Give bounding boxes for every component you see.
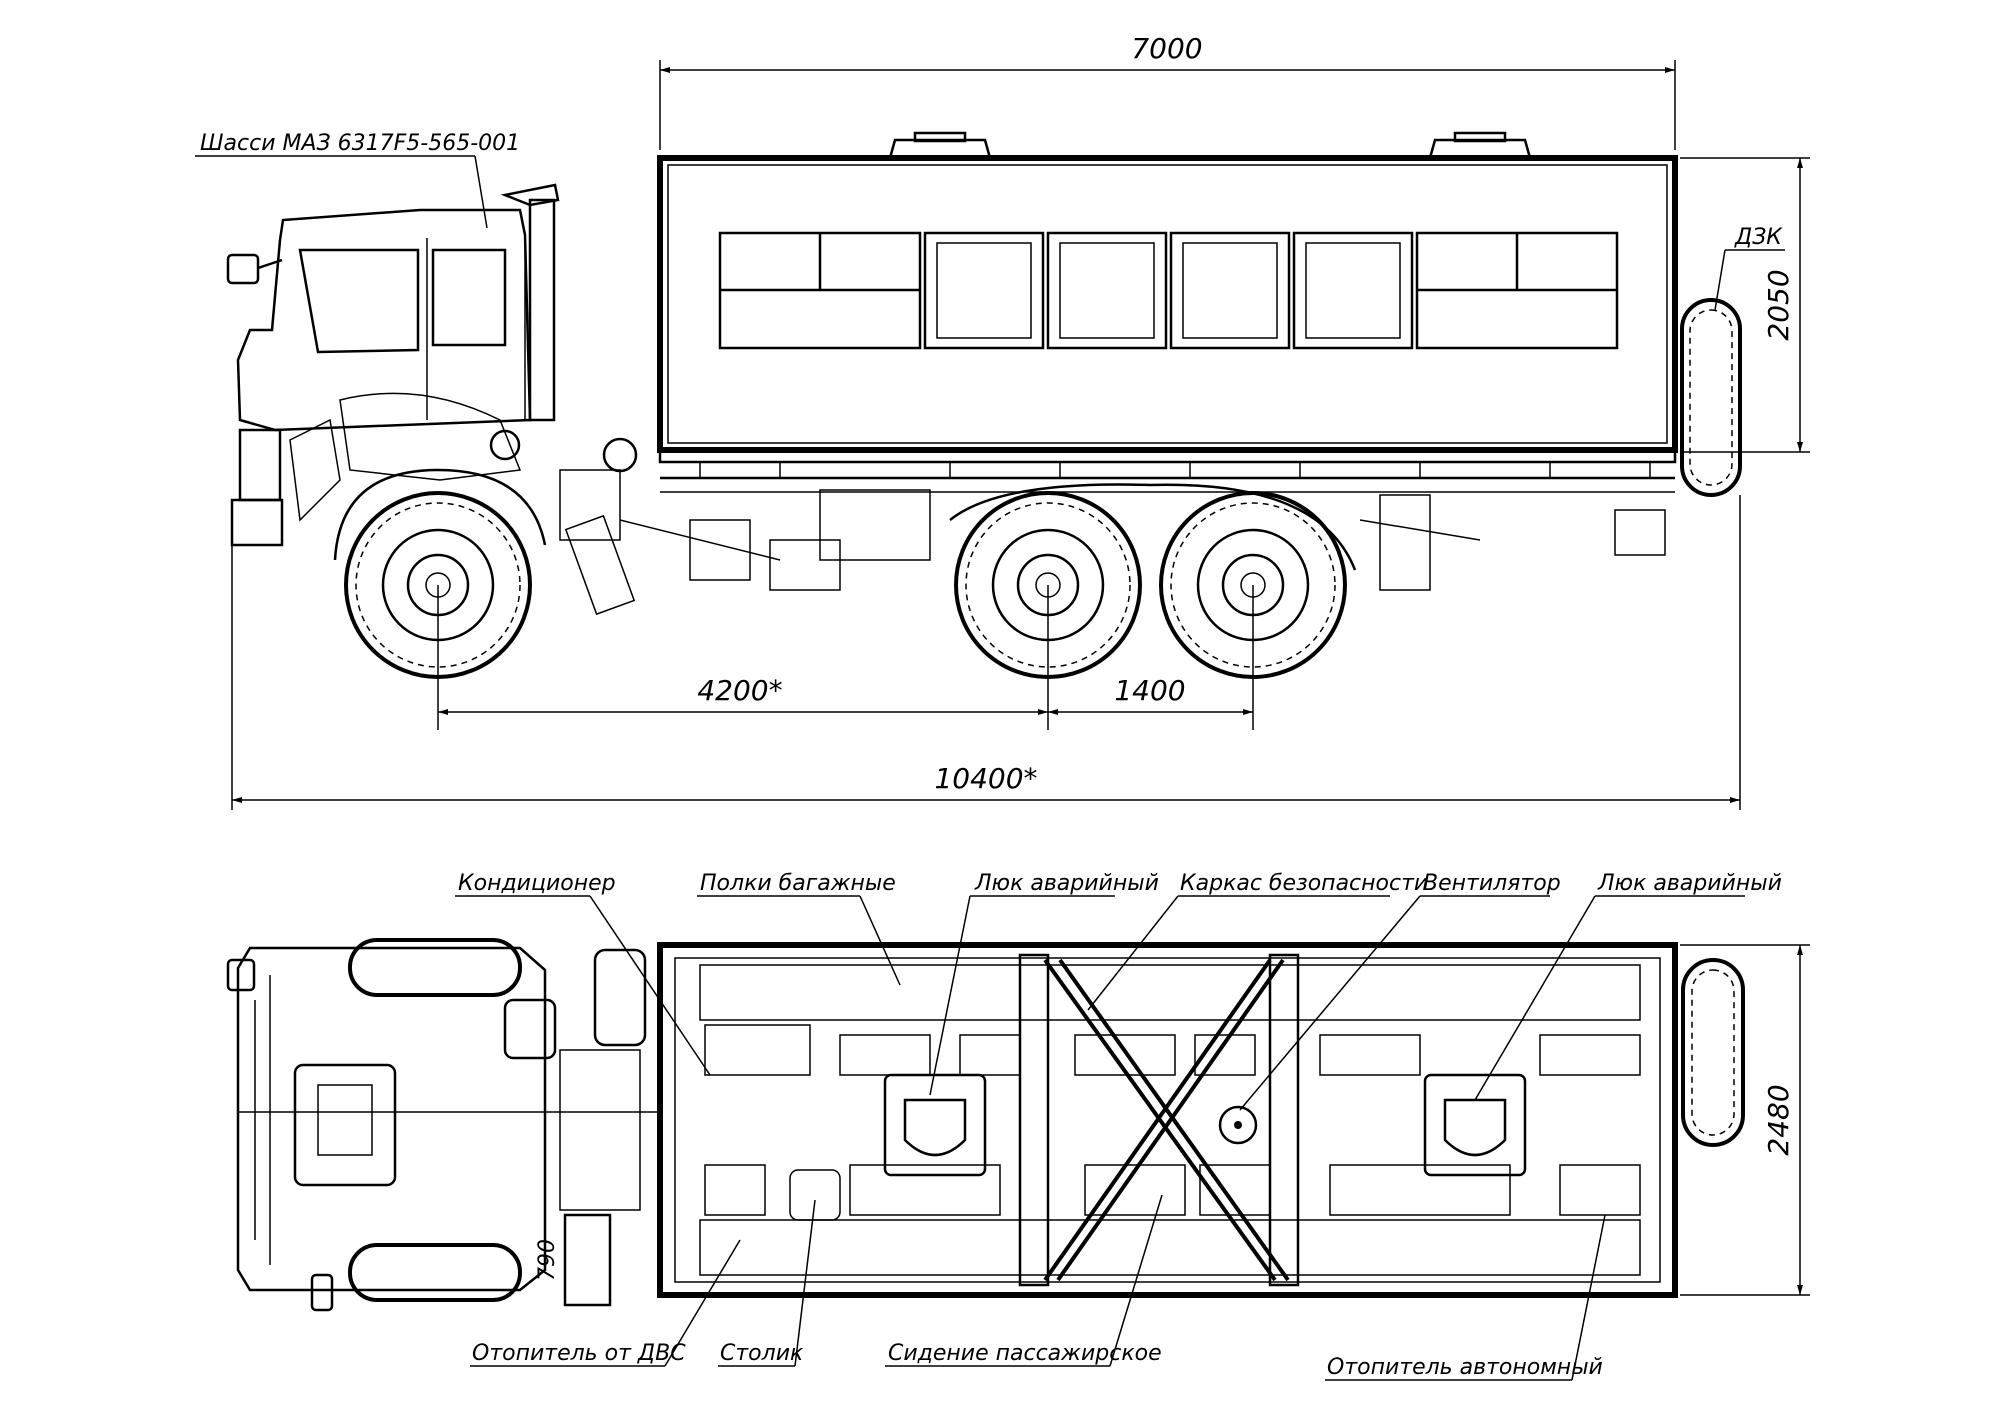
callouts-bottom: Отопитель от ДВС Столик Сидение пассажир… [470,1194,1606,1381]
label-emergency-hatch-1: Люк аварийный [974,871,1159,896]
wheelbase-front-value: 4200* [697,674,782,707]
dim-body-width: 2480 [1680,944,1810,1296]
dim-overall-length: 10400* [231,495,1741,810]
label-table: Столик [720,1341,804,1366]
chassis-callout: Шасси МАЗ 6317F5-565-001 [195,131,520,229]
body-height-value: 2050 [1762,269,1795,340]
van-body-side [657,131,1678,493]
overall-length-value: 10400* [934,762,1037,795]
label-engine-heater: Отопитель от ДВС [472,1341,686,1366]
label-safety-frame: Каркас безопасности [1180,871,1428,896]
side-view: 7000 2050 Шасси МАЗ 6317F5-565-001 ДЗК [195,32,1810,810]
chassis-label: Шасси МАЗ 6317F5-565-001 [200,131,520,156]
label-conditioner: Кондиционер [458,871,616,896]
label-autonomous-heater: Отопитель автономный [1327,1355,1603,1380]
spare-wheel [1680,298,1742,497]
body-length-value: 7000 [1131,32,1202,65]
dim-body-height: 2050 [1680,157,1810,453]
wheel-rear2-side [949,483,1357,679]
top-view: 2480 790 Кондиционер Полки багажные Люк … [226,871,1810,1381]
label-luggage-shelves: Полки багажные [700,871,896,896]
dim-wheelbase: 4200* 1400 [437,585,1254,730]
truck-cab-top [226,938,660,1312]
label-passenger-seat: Сидение пассажирское [888,1341,1162,1366]
dzk-callout: ДЗК [1714,225,1785,311]
label-fan: Вентилятор [1423,871,1561,896]
van-body-top [657,942,1745,1298]
dim-body-length: 7000 [659,32,1676,150]
callouts-top: Кондиционер Полки багажные Люк аварийный… [455,871,1782,1111]
small-dim-value: 790 [535,1239,560,1281]
wheel-front-side [333,468,547,679]
body-width-value: 2480 [1762,1084,1795,1155]
truck-cab-side [226,183,1666,616]
wheelbase-rear-value: 1400 [1114,674,1185,707]
dzk-label: ДЗК [1734,225,1783,250]
label-emergency-hatch-2: Люк аварийный [1597,871,1782,896]
